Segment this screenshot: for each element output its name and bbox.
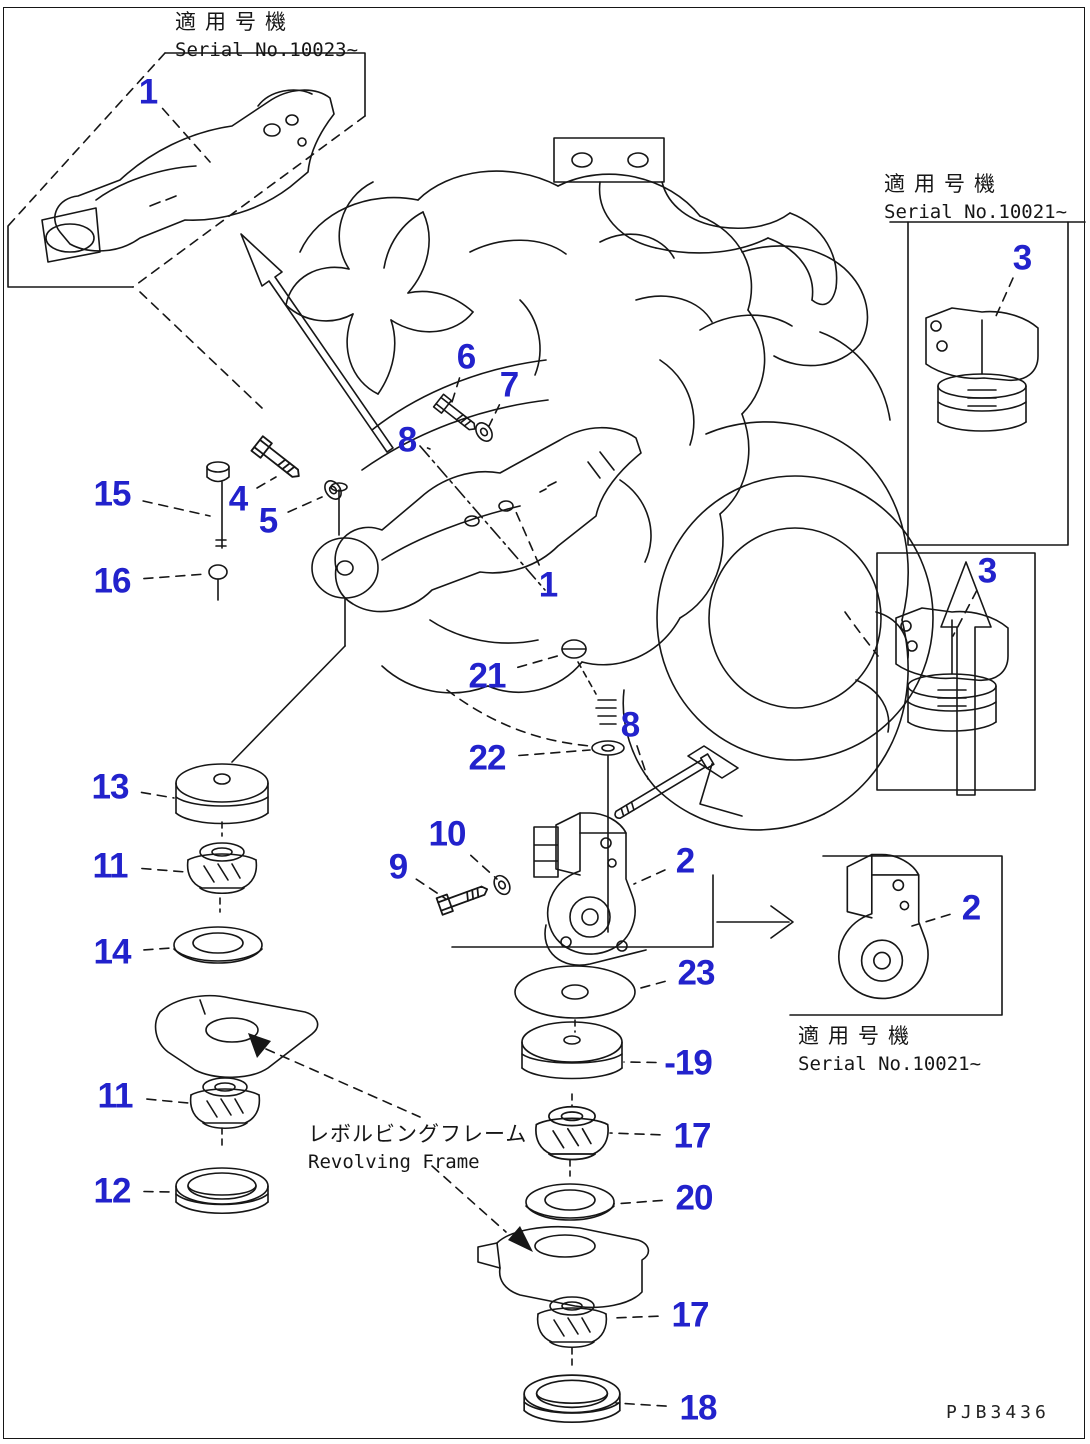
callout-number-4: 4 [228, 479, 248, 519]
callout-leader [609, 1132, 661, 1136]
serial-label-top-left-jp: 適用号機 [175, 10, 295, 34]
callout-number-15: 15 [93, 474, 132, 514]
callout-number-11: 11 [92, 846, 129, 886]
callout-leader [142, 500, 211, 517]
callout-leader [256, 476, 277, 489]
callout-number-19: -19 [664, 1043, 713, 1083]
engine-line-art [231, 137, 934, 831]
callout-leaders [140, 107, 1014, 1407]
callout-number-20: 20 [675, 1178, 714, 1218]
callout-leader [911, 913, 951, 927]
serial-label-bottom-right-en: Serial No.10021~ [798, 1053, 982, 1075]
callout-number-7: 7 [499, 365, 519, 405]
callout-number-2: 2 [961, 888, 981, 928]
callout-number-21: 21 [468, 656, 507, 696]
callout-leader [287, 496, 323, 513]
callout-number-17: 17 [671, 1295, 710, 1335]
callout-leader [426, 447, 431, 450]
left-parts-column [154, 763, 319, 1215]
fasteners [206, 393, 715, 933]
callout-number-17: 17 [673, 1116, 712, 1156]
callout-number-13: 13 [91, 767, 130, 807]
detail-view-arrow-up-left [240, 233, 394, 453]
serial-label-top-right: 適用号機 Serial No.10021~ [884, 168, 1067, 223]
revolving-frame-label-jp: レボルビングフレーム [308, 1122, 528, 1146]
center-parts-column [477, 965, 650, 1424]
serial-label-bottom-right-jp: 適用号機 [798, 1024, 918, 1048]
callout-leader [415, 878, 447, 900]
serial-label-bottom-right: 適用号機 Serial No.10021~ [798, 1020, 981, 1075]
callout-number-10: 10 [428, 814, 467, 854]
drawing-code: PJB3436 [946, 1402, 1050, 1423]
callout-leader [451, 377, 461, 403]
callout-leader [469, 854, 498, 880]
serial-label-top-left: 適用号機 Serial No.10023~ [175, 6, 358, 61]
callout-number-22: 22 [468, 738, 507, 778]
callout-leader [161, 107, 211, 163]
revolving-frame-label-en: Revolving Frame [308, 1151, 480, 1173]
callout-leader [488, 403, 501, 427]
callout-leader [143, 573, 207, 580]
callout-leader [611, 1315, 659, 1319]
callout-leader [613, 1199, 663, 1205]
callout-number-1: 1 [538, 565, 558, 605]
callout-leader [623, 1061, 657, 1064]
callout-leader [143, 947, 173, 951]
callout-leader [952, 589, 978, 637]
callout-number-18: 18 [679, 1388, 718, 1428]
callout-leader [995, 277, 1014, 317]
callout-number-12: 12 [93, 1171, 132, 1211]
callout-leader [143, 1190, 175, 1193]
callout-leader [140, 791, 175, 799]
serial-label-top-right-jp: 適用号機 [884, 172, 1004, 196]
revolving-frame-label: レボルビングフレーム Revolving Frame [308, 1118, 527, 1173]
callout-number-2: 2 [675, 841, 695, 881]
callout-number-8: 8 [620, 705, 640, 745]
callout-leader [141, 867, 187, 873]
callout-number-23: 23 [677, 953, 716, 993]
bracket-part2-center [451, 812, 794, 966]
detail-box-part1 [7, 52, 366, 409]
callout-number-3: 3 [977, 551, 997, 591]
callout-leader [636, 745, 649, 780]
detail-boxes-part3 [844, 221, 1086, 796]
callout-number-14: 14 [93, 932, 132, 972]
page-border [3, 7, 1085, 1439]
callout-number-16: 16 [93, 561, 132, 601]
callout-leader [633, 869, 666, 885]
callout-number-3: 3 [1012, 238, 1032, 278]
callout-number-11: 11 [97, 1076, 134, 1116]
detail-box-part2 [789, 853, 1003, 1016]
callout-number-6: 6 [456, 337, 476, 377]
callout-leader [516, 654, 562, 669]
serial-label-top-left-en: Serial No.10023~ [175, 39, 359, 61]
revolving-frame-arrows [248, 1033, 533, 1252]
callout-leader [146, 1098, 189, 1104]
serial-label-top-right-en: Serial No.10021~ [884, 201, 1068, 223]
callout-number-9: 9 [388, 847, 408, 887]
callout-leader [636, 980, 666, 990]
callout-number-5: 5 [258, 501, 278, 541]
callout-leader [615, 1402, 667, 1407]
callout-leader [518, 749, 591, 757]
callout-number-8: 8 [397, 420, 417, 460]
callout-number-1: 1 [138, 72, 158, 112]
callout-leader [515, 511, 541, 566]
